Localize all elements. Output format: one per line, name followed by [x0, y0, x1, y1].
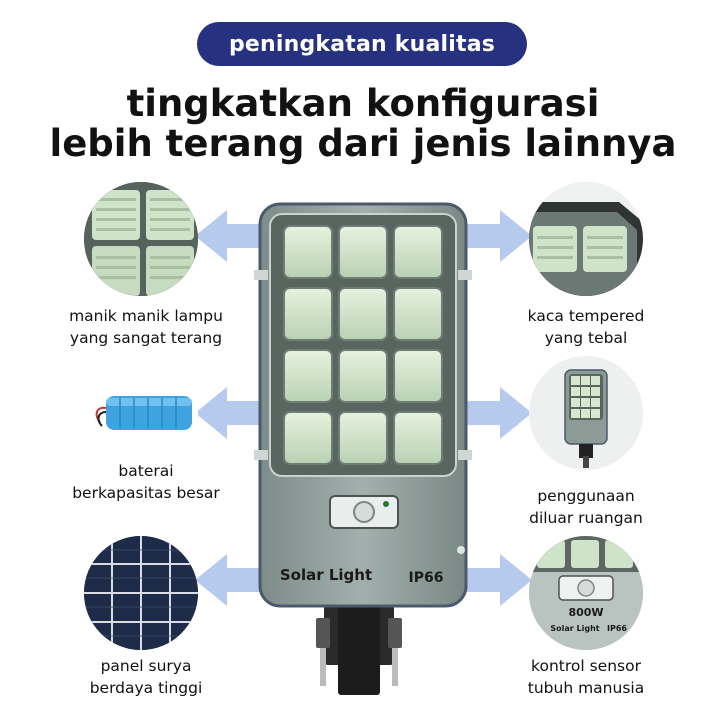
- sensor-rating-label: IP66: [607, 624, 627, 633]
- sensor-brand-label: Solar Light: [550, 624, 599, 633]
- outdoor-use-image: [529, 356, 643, 470]
- feature-solar-panel: panel surya berdaya tinggi: [46, 655, 246, 699]
- headline-line-2: lebih terang dari jenis lainnya: [49, 122, 677, 165]
- feature-battery-line1: baterai: [118, 462, 174, 480]
- arrow-right-icon: [452, 554, 532, 606]
- feature-sensor-line1: kontrol sensor: [531, 657, 641, 675]
- feature-tempered-glass-line2: yang tebal: [544, 329, 628, 347]
- lamp-power-label: 800W: [568, 606, 603, 619]
- arrow-left-icon: [195, 210, 275, 262]
- solar-panel-image: [84, 536, 198, 650]
- feature-solar-panel-line1: panel surya: [100, 657, 192, 675]
- feature-solar-panel-line2: berdaya tinggi: [89, 679, 203, 697]
- feature-battery-line2: berkapasitas besar: [72, 484, 220, 502]
- feature-badge: peningkatan kualitas: [197, 22, 527, 66]
- feature-outdoor: penggunaan diluar ruangan: [486, 485, 686, 529]
- feature-tempered-glass: kaca tempered yang tebal: [486, 305, 686, 349]
- human-sensor-image: 800W Solar Light IP66: [529, 536, 643, 650]
- feature-outdoor-line1: penggunaan: [537, 487, 635, 505]
- headline-line-1: tingkatkan konfigurasi: [126, 82, 600, 125]
- feature-sensor: kontrol sensor tubuh manusia: [486, 655, 686, 699]
- led-beads-image: [84, 182, 198, 296]
- arrow-left-icon: [195, 554, 275, 606]
- feature-led-beads: manik manik lampu yang sangat terang: [46, 305, 246, 349]
- feature-outdoor-line2: diluar ruangan: [529, 509, 643, 527]
- battery-image: [84, 356, 198, 470]
- lamp-rating-label: IP66: [409, 570, 444, 586]
- arrow-right-icon: [452, 387, 532, 439]
- arrow-left-icon: [195, 387, 275, 439]
- feature-led-beads-line2: yang sangat terang: [69, 329, 223, 347]
- solar-street-light-image: Solar Light IP66: [254, 202, 472, 695]
- lamp-brand-label: Solar Light: [280, 566, 372, 584]
- feature-sensor-line2: tubuh manusia: [527, 679, 645, 697]
- arrow-right-icon: [452, 210, 532, 262]
- tempered-glass-image: [529, 182, 643, 296]
- feature-led-beads-line1: manik manik lampu: [69, 307, 223, 325]
- feature-tempered-glass-line1: kaca tempered: [527, 307, 645, 325]
- feature-battery: baterai berkapasitas besar: [46, 460, 246, 504]
